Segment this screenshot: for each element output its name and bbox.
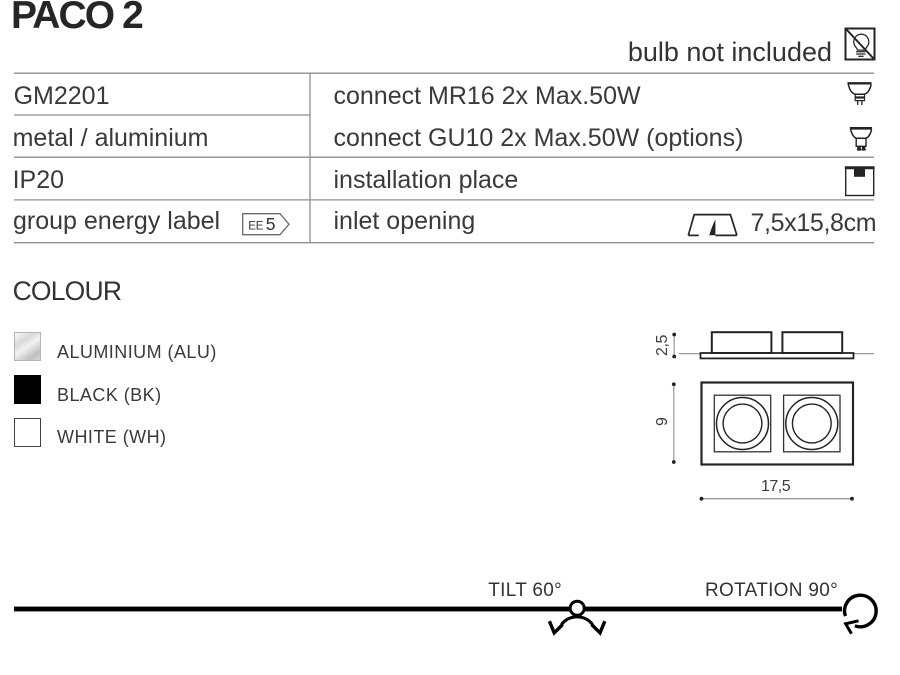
svg-text:EE: EE: [248, 220, 263, 232]
svg-text:5: 5: [266, 214, 276, 234]
